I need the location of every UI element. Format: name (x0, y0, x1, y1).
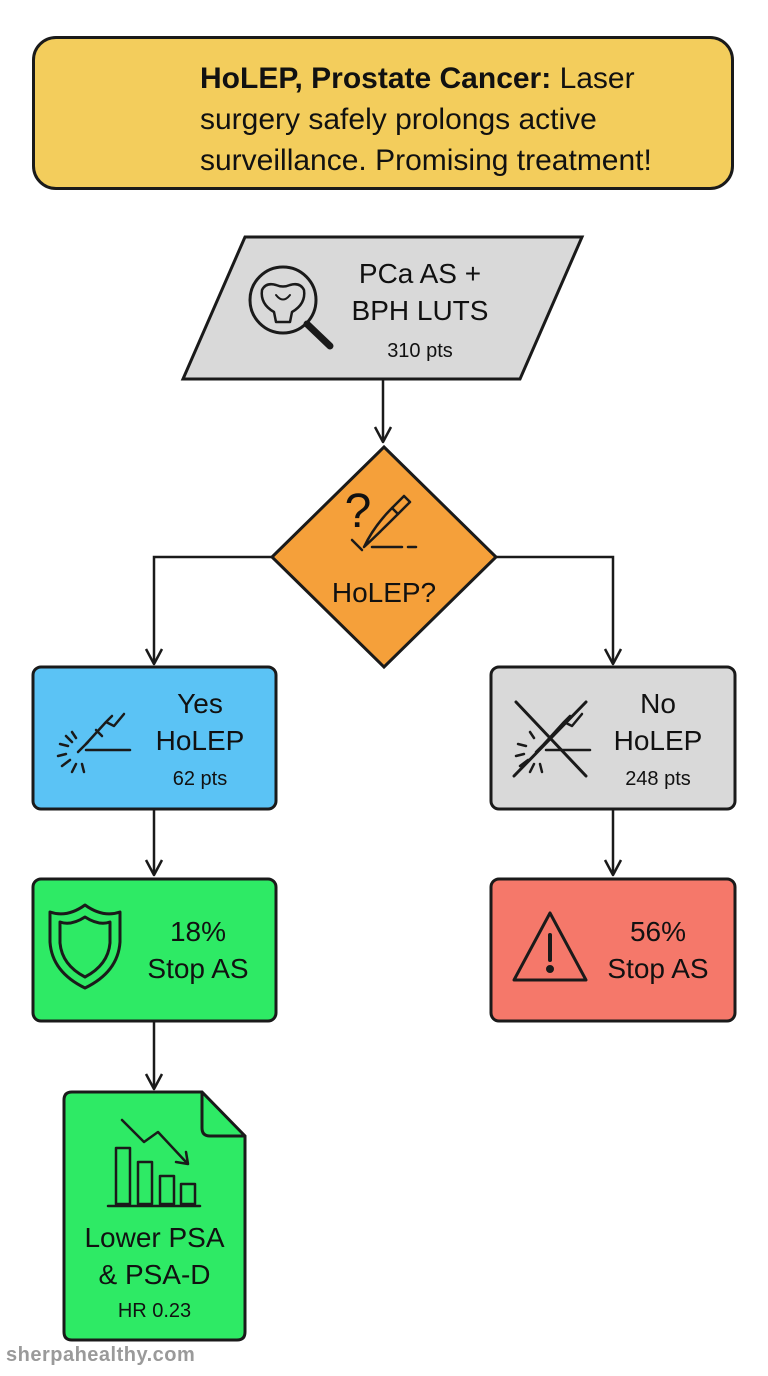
arrow-decision-to-yes (144, 555, 272, 666)
no-outcome-line1: 56% (629, 916, 687, 947)
start-node-line1: PCa AS + (358, 258, 482, 289)
yes-node-line2: HoLEP (155, 725, 245, 756)
start-node-line2: BPH LUTS (351, 295, 489, 326)
no-outcome-shape (489, 877, 737, 1023)
declining-bar-chart-icon (106, 1118, 202, 1208)
crossed-laser-icon (512, 700, 592, 778)
shield-icon (48, 903, 122, 990)
yes-outcome-shape (31, 877, 278, 1023)
decision-diamond (269, 444, 499, 670)
yes-outcome-line2: Stop AS (147, 953, 249, 984)
banner-title: HoLEP, Prostate Cancer: (200, 62, 560, 95)
start-node-count: 310 pts (387, 340, 453, 362)
yes-node-line1: Yes (177, 688, 223, 719)
decision-question-mark: ? (344, 485, 372, 538)
yes-outcome-line1: 18% (169, 916, 227, 947)
warning-icon (512, 911, 588, 982)
connectors (144, 380, 623, 1091)
no-node-shape (489, 665, 737, 811)
decision-label: HoLEP? (331, 577, 437, 608)
no-node-line1: No (640, 688, 676, 719)
no-outcome-line2: Stop AS (607, 953, 709, 984)
scalpel-icon (350, 494, 418, 552)
arrow-decision-to-no (496, 555, 623, 666)
banner-text: HoLEP, Prostate Cancer: Laser surgery sa… (200, 58, 720, 181)
yes-node-shape (31, 665, 278, 811)
laser-icon (56, 712, 132, 774)
yes-node-count: 62 pts (172, 768, 228, 790)
no-node-line2: HoLEP (613, 725, 703, 756)
banner-body: Laser surgery safely prolongs active sur… (200, 62, 652, 177)
result-detail: HR 0.23 (117, 1300, 192, 1322)
start-node-shape (180, 235, 585, 381)
result-line1: Lower PSA (84, 1222, 225, 1253)
no-node-count: 248 pts (625, 768, 691, 790)
summary-banner (32, 36, 734, 190)
result-line2: & PSA-D (98, 1259, 211, 1290)
watermark-text: sherpahealthy.com (6, 1344, 196, 1366)
magnifier-prostate-icon (248, 265, 334, 350)
result-document-shape (62, 1090, 247, 1342)
document-fold (200, 1092, 245, 1138)
